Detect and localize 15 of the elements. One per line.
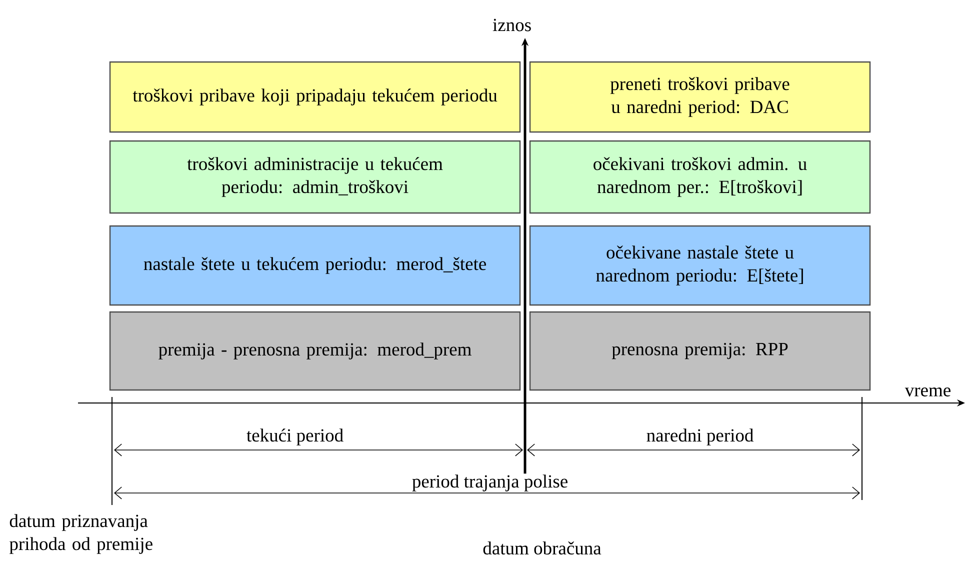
text-box: preneti troškovi pribave u naredni period: DAC [529, 61, 871, 133]
note-text: datum obračuna [483, 541, 602, 555]
axis-label: vreme [904, 388, 950, 396]
text-box: premija - prenosna premija: merod_prem [109, 311, 521, 391]
text-box: prenosna premija: RPP [529, 311, 871, 391]
text-box: nastale štete u tekućem periodu: merod_štete [109, 225, 521, 306]
dimension-label: period trajanja polise [410, 474, 570, 492]
dimension-label: tekući period [246, 428, 344, 446]
text-box: očekivane nastale štete u narednom periodu: E[štete] [529, 225, 871, 306]
text-box: očekivani troškovi admin. u narednom per.: E[troškovi] [529, 140, 871, 214]
dimension-label: naredni period [646, 428, 754, 446]
text-box: troškovi administracije u tekućem periodu: admin_troškovi [109, 140, 521, 214]
note-text: datum priznavanja prihoda od premije [10, 514, 152, 554]
axis-label: iznos [492, 18, 531, 32]
text-box: troškovi pribave koji pripadaju tekućem periodu [109, 61, 521, 133]
